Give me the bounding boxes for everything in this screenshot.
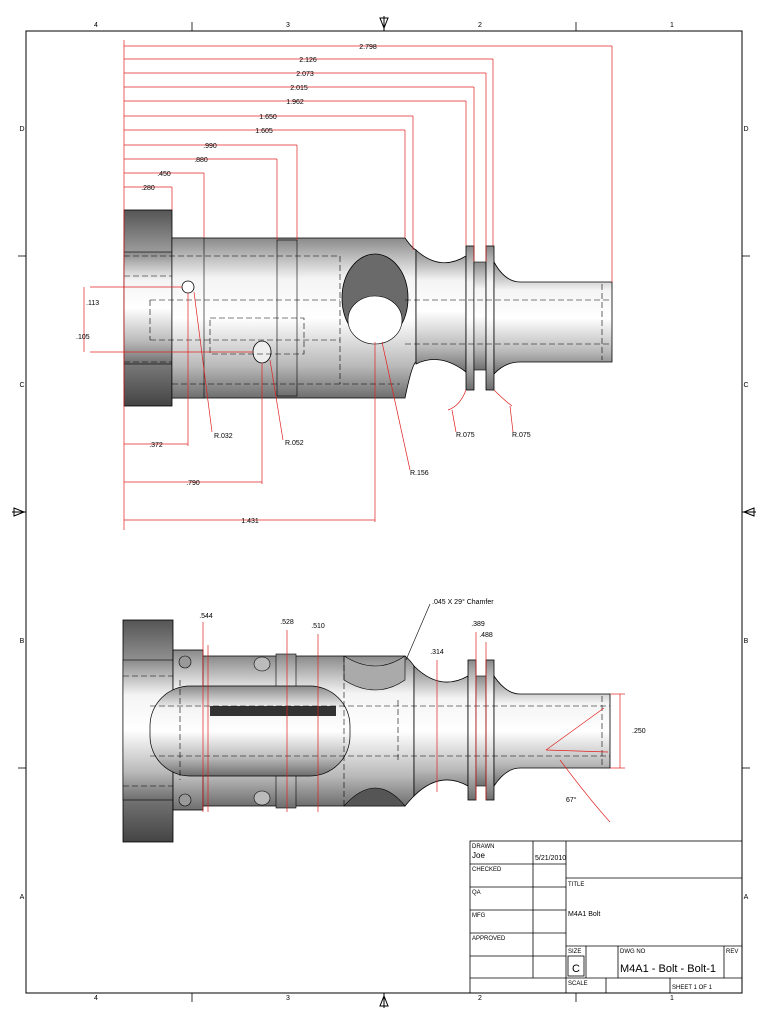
zone-right-d: D xyxy=(743,126,748,133)
chamfer-leader xyxy=(405,603,431,661)
zone-top-3: 3 xyxy=(286,22,290,29)
dim-0-488: .488 xyxy=(479,632,493,639)
dim-0-510: .510 xyxy=(311,623,325,630)
dim-0-372: .372 xyxy=(149,442,163,449)
sheet-number: SHEET 1 OF 1 xyxy=(672,985,713,991)
bolt-side-view xyxy=(122,619,611,843)
title-block xyxy=(469,840,743,994)
dim-2-126: 2.126 xyxy=(299,57,317,64)
chamfer-note: .045 X 29° Chamfer xyxy=(432,598,494,606)
dim-1-605: 1.605 xyxy=(255,128,273,135)
angle-67: 67° xyxy=(566,796,577,804)
zone-top-1: 1 xyxy=(670,22,674,29)
dim-0-280: .280 xyxy=(141,185,155,192)
radius-0-156: R.156 xyxy=(410,470,429,477)
top-view-dimension-lines xyxy=(83,40,613,530)
title-label: TITLE xyxy=(568,882,584,888)
dim-0-450: .450 xyxy=(157,171,171,178)
checked-label: CHECKED xyxy=(472,867,502,873)
zone-right-c: C xyxy=(743,382,748,389)
dim-2-015: 2.015 xyxy=(290,85,308,92)
scale-label: SCALE xyxy=(568,981,588,987)
dim-0-314: .314 xyxy=(430,649,444,656)
zone-top-4: 4 xyxy=(94,22,98,29)
drawing-border xyxy=(25,30,743,994)
zone-left-c: C xyxy=(19,382,24,389)
dim-0-990: .990 xyxy=(203,143,217,150)
dim-0-880: .880 xyxy=(194,157,208,164)
dim-0-544: .544 xyxy=(199,613,213,620)
drawn-by: Joe xyxy=(472,851,485,860)
zone-bottom-1: 1 xyxy=(670,995,674,1002)
bolt-top-view xyxy=(123,209,613,407)
dim-0-113: .113 xyxy=(86,300,99,307)
dwg-no-label: DWG NO xyxy=(620,949,646,955)
zone-bottom-3: 3 xyxy=(286,995,290,1002)
dim-2-798: 2.798 xyxy=(359,44,377,51)
approved-label: APPROVED xyxy=(472,936,506,942)
dim-1-962: 1.962 xyxy=(286,99,304,106)
dim-0-528: .528 xyxy=(280,619,294,626)
dim-1-431: 1.431 xyxy=(241,518,259,525)
dim-0-250: .250 xyxy=(632,728,646,735)
zone-bottom-2: 2 xyxy=(478,995,482,1002)
drawing-title: M4A1 Bolt xyxy=(568,911,600,918)
dim-0-105: .105 xyxy=(76,334,90,341)
zone-bottom-4: 4 xyxy=(94,995,98,1002)
radius-0-052: R.052 xyxy=(285,440,304,447)
zone-top-2: 2 xyxy=(478,22,482,29)
dim-0-790: .790 xyxy=(186,480,200,487)
radius-0-032: R.032 xyxy=(214,433,233,440)
center-markers xyxy=(12,16,756,1008)
radius-0-075-a: R.075 xyxy=(456,432,475,439)
drawn-date: 5/21/2010 xyxy=(535,855,566,862)
zone-left-b: B xyxy=(20,638,25,645)
rev-label: REV xyxy=(726,949,738,955)
drawn-label: DRAWN xyxy=(472,844,494,850)
zone-right-a: A xyxy=(744,894,749,901)
side-view-dimension-lines xyxy=(202,622,625,823)
sheet-size: C xyxy=(572,963,580,975)
mfg-label: MFG xyxy=(472,913,486,919)
dim-2-073: 2.073 xyxy=(296,71,314,78)
zone-left-d: D xyxy=(19,126,24,133)
qa-label: QA xyxy=(472,890,481,896)
zone-left-a: A xyxy=(20,894,25,901)
zone-right-b: B xyxy=(744,638,749,645)
radius-0-075-b: R.075 xyxy=(512,432,531,439)
dim-0-389: .389 xyxy=(471,621,485,628)
drawing-number: M4A1 - Bolt - Bolt-1 xyxy=(620,963,716,975)
dim-1-650: 1.650 xyxy=(259,114,277,121)
size-label: SIZE xyxy=(568,949,581,955)
